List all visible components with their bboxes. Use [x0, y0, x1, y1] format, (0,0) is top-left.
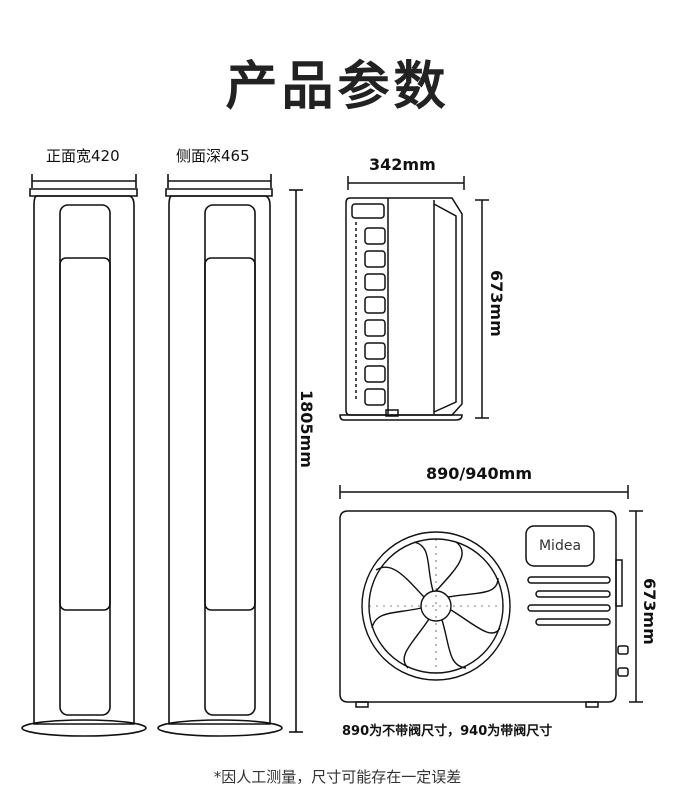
outdoor-unit-side: [339, 176, 489, 421]
side-depth-label: 侧面深465: [176, 147, 250, 165]
outdoor-side-height-label: 673mm: [487, 270, 506, 337]
outdoor-front-height-dimension: [629, 510, 643, 703]
outdoor-side-width-label: 342mm: [369, 155, 436, 174]
indoor-unit-front: [21, 174, 147, 737]
indoor-unit-side: [157, 174, 283, 737]
outdoor-front-width-label: 890/940mm: [426, 464, 532, 483]
indoor-height-label: 1805mm: [297, 390, 316, 468]
indoor-height-dimension: [289, 189, 303, 733]
outdoor-front-height-label: 673mm: [640, 578, 659, 645]
midea-logo: Midea: [538, 538, 582, 554]
measurement-footnote: *因人工测量，尺寸可能存在一定误差: [213, 768, 462, 786]
outdoor-unit-front: [339, 485, 629, 708]
front-width-label: 正面宽420: [46, 147, 120, 165]
outdoor-fan-icon: [361, 531, 511, 681]
page-title: 产品参数: [225, 57, 450, 117]
valve-size-note: 890为不带阀尺寸，940为带阀尺寸: [342, 724, 553, 739]
